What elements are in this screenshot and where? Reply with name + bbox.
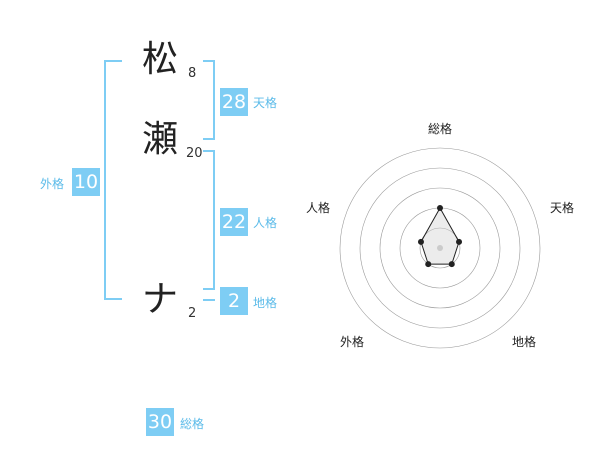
radar-ring: [419, 227, 461, 269]
gaikaku-label: 外格: [40, 177, 65, 191]
stroke-count-3: 2: [188, 306, 197, 321]
radar-axis-label: 外格: [339, 335, 364, 349]
radar-point: [437, 205, 443, 211]
radar-axis-label: 地格: [511, 335, 536, 349]
radar-point: [425, 261, 432, 268]
radar-ring: [379, 187, 501, 309]
stroke-count-1: 8: [188, 66, 197, 81]
chikaku-label: 地格: [253, 296, 278, 310]
radar-point: [456, 238, 463, 245]
radar-axis-label: 天格: [549, 201, 574, 215]
jinkaku-label: 人格: [253, 216, 278, 230]
radar-ring: [339, 147, 541, 349]
soukaku-value: 30: [146, 408, 174, 436]
stroke-count-2: 20: [186, 146, 203, 161]
radar-axis-label: 総格: [427, 122, 452, 136]
chikaku-value: 2: [220, 287, 248, 315]
jinkaku-value: 22: [220, 208, 248, 236]
radar-chart: [339, 147, 541, 349]
chikaku-connector: [203, 299, 215, 301]
radar-point: [448, 261, 455, 268]
radar-axis-label: 人格: [305, 201, 330, 215]
name-char-2: 瀬: [142, 119, 179, 160]
radar-ring: [359, 167, 521, 329]
jinkaku-bracket: [203, 150, 215, 290]
tenkaku-bracket: [203, 60, 215, 140]
radar-point: [417, 238, 424, 245]
radar-center: [437, 245, 443, 251]
gaikaku-bracket: [104, 60, 122, 300]
radar-polygon: [420, 206, 460, 265]
gaikaku-value: 10: [72, 168, 100, 196]
tenkaku-value: 28: [220, 88, 248, 116]
tenkaku-label: 天格: [253, 96, 278, 110]
soukaku-label: 総格: [180, 417, 205, 431]
name-char-3: ナ: [142, 279, 179, 320]
name-char-1: 松: [142, 39, 179, 80]
